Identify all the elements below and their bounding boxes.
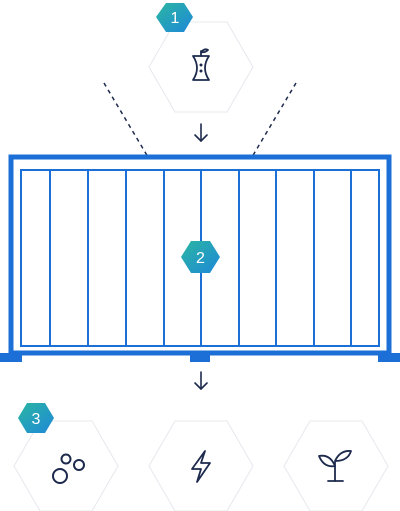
bubbles-icon [52,453,85,484]
step-badge-1-label: 1 [171,10,180,27]
step-badge-2-hexagon [181,241,220,273]
sprout-icon [318,450,352,482]
lightning-bolt-icon [191,450,211,483]
output-hexagon-3 [283,420,389,511]
output-hexagon-2 [148,420,254,511]
apple-core-icon [192,48,210,81]
tank-foot-left [0,353,22,362]
output-hexagon-1 [13,420,119,511]
arrow-down-icon [194,123,208,142]
step-badge-1: 1 [156,3,193,32]
step-badge-3-label: 3 [32,411,41,428]
output-node-energy [148,420,254,511]
tank-dividers [49,170,352,346]
tank-foot-center [190,353,210,362]
tank-foot-right [378,353,400,362]
arrow-down-icon-2 [194,371,208,390]
step-badge-2-label: 2 [196,250,205,267]
step-badge-3: 3 [18,403,54,433]
funnel-line-right [251,82,297,158]
output-node-fertilizer [283,420,389,511]
output-node-biogas [13,420,119,511]
input-hexagon [148,21,254,113]
step-badge-2: 2 [181,241,220,273]
step-badge-3-hexagon [18,403,54,433]
input-node [148,21,254,113]
funnel-line-left [103,82,149,158]
step-badge-1-hexagon [156,3,193,32]
digester-tank [0,154,400,362]
